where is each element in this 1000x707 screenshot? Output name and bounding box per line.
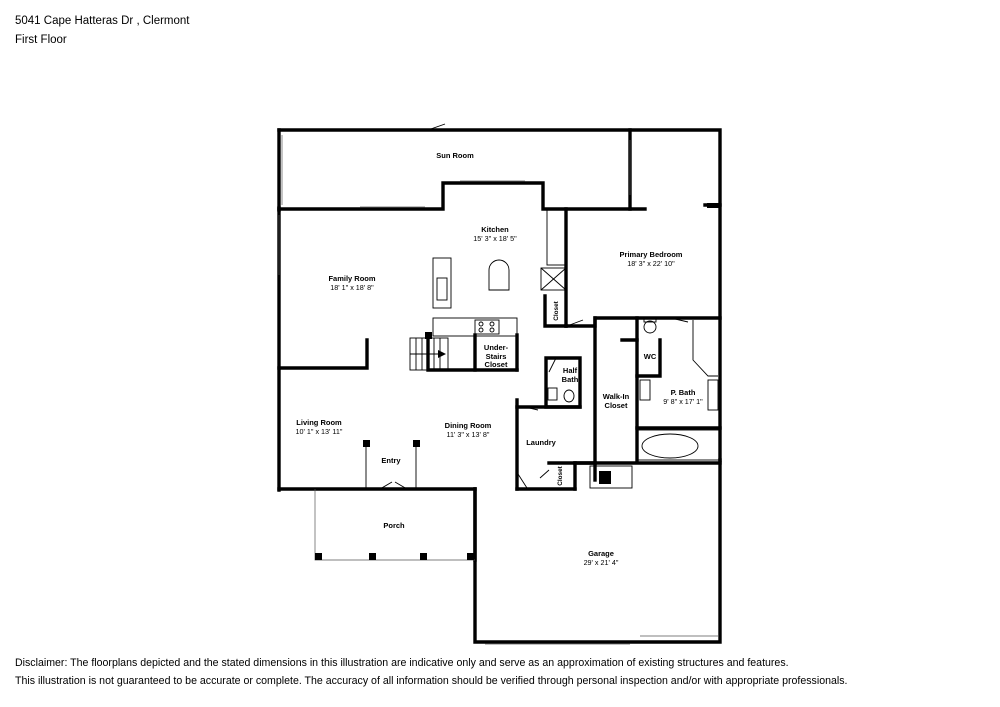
p-bath-label: P. Bath	[671, 388, 696, 397]
walk-in-closet-label: Walk-In	[603, 392, 630, 401]
kitchen-closet-label: Closet	[553, 300, 560, 320]
dining-room-dims: 11' 3" x 13' 8"	[447, 430, 490, 439]
disclaimer-line-2: This illustration is not guaranteed to b…	[15, 675, 848, 687]
porch-label: Porch	[383, 521, 405, 530]
half-bath-label: Bath	[562, 375, 579, 384]
property-address: 5041 Cape Hatteras Dr , Clermont	[15, 15, 190, 27]
living-room-dims: 10' 1" x 13' 11"	[296, 427, 343, 436]
wc-label: WC	[644, 352, 657, 361]
primary-bedroom-label: Primary Bedroom	[620, 250, 683, 259]
half-bath-label: Half	[563, 366, 578, 375]
primary-bedroom-dims: 18' 3" x 22' 10"	[627, 259, 675, 268]
exterior-walls	[277, 128, 722, 644]
dining-room-label: Dining Room	[445, 421, 492, 430]
family-room-dims: 18' 1" x 18' 8"	[330, 283, 374, 292]
walk-in-closet-label: Closet	[605, 401, 628, 410]
laundry-label: Laundry	[526, 438, 556, 447]
fixtures	[278, 123, 721, 645]
entry-label: Entry	[381, 456, 401, 465]
family-room-label: Family Room	[328, 274, 375, 283]
garage-label: Garage	[588, 549, 614, 558]
kitchen-label: Kitchen	[481, 225, 509, 234]
under-stairs-label: Closet	[485, 360, 508, 369]
garage-dims: 29' x 21' 4"	[584, 558, 619, 567]
under-stairs-label: Under-	[484, 343, 509, 352]
under-stairs-label: Stairs	[486, 352, 507, 361]
laundry-closet-label: Closet	[557, 465, 564, 485]
p-bath-dims: 9' 8" x 17' 1"	[663, 397, 703, 406]
floor-label: First Floor	[15, 34, 67, 46]
living-room-label: Living Room	[296, 418, 342, 427]
disclaimer-line-1: Disclaimer: The floorplans depicted and …	[15, 657, 789, 669]
sun-room-label: Sun Room	[436, 151, 474, 160]
kitchen-dims: 15' 3" x 18' 5"	[473, 234, 517, 243]
